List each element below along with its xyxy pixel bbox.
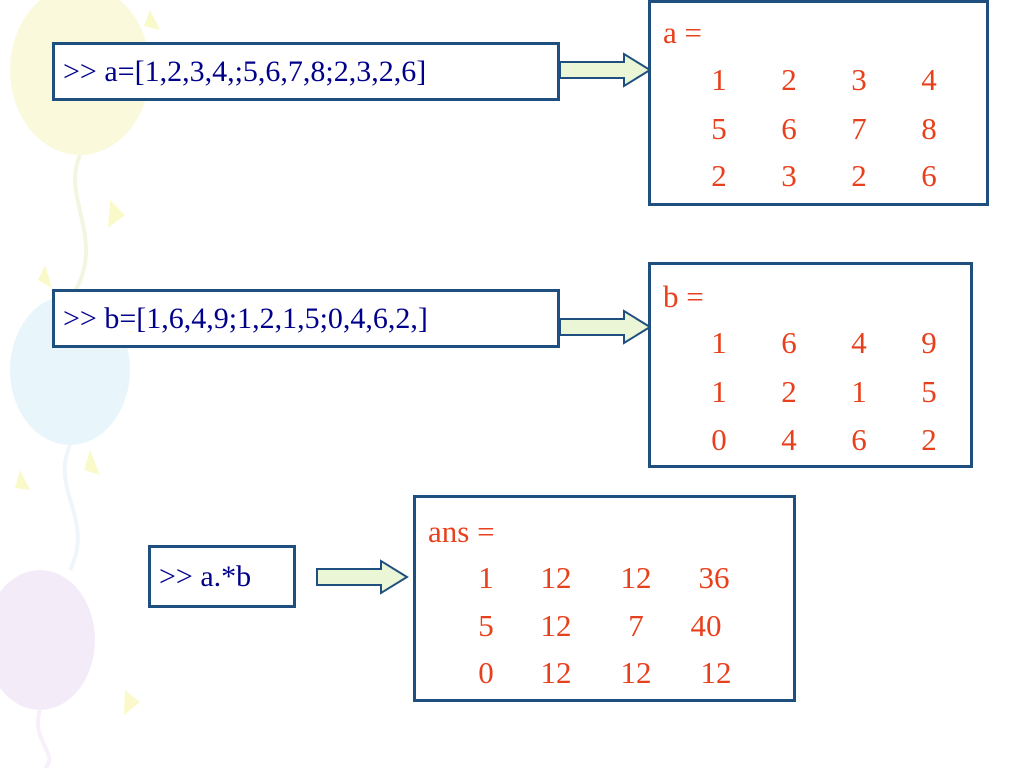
matrix-cell: 6	[851, 422, 867, 457]
confetti-icon	[84, 450, 100, 475]
matrix-cell: 1	[478, 560, 494, 595]
confetti-icon	[144, 10, 160, 30]
command-text-b: >> b=[1,6,4,9;1,2,1,5;0,4,6,2,]	[63, 301, 428, 335]
matrix-cell: 7	[851, 111, 867, 146]
matrix-cell: 2	[921, 422, 937, 457]
right-arrow-icon	[559, 309, 652, 345]
matrix-cell: 5	[921, 374, 937, 409]
right-arrow-icon	[559, 52, 652, 88]
matrix-cell: 12	[540, 608, 572, 643]
balloon-string	[36, 709, 52, 768]
matrix-cell: 6	[781, 325, 797, 360]
matrix-cell: 8	[921, 111, 937, 146]
command-text-a: >> a=[1,2,3,4,;5,6,7,8;2,3,2,6]	[63, 54, 427, 88]
matrix-cell: 2	[851, 158, 867, 193]
matrix-cell: 3	[781, 158, 797, 193]
matrix-cell: 2	[781, 374, 797, 409]
matrix-cell: 1	[711, 62, 727, 97]
matrix-cell: 5	[711, 111, 727, 146]
matrix-cell: 6	[781, 111, 797, 146]
output-box-b: b = 1 6 4 9 1 2 1 5 0 4 6 2	[648, 262, 973, 468]
command-box-a: >> a=[1,2,3,4,;5,6,7,8;2,3,2,6]	[52, 42, 560, 101]
output-title-b: b =	[663, 279, 704, 314]
command-box-b: >> b=[1,6,4,9;1,2,1,5;0,4,6,2,]	[52, 289, 560, 348]
matrix-cell: 12	[700, 655, 732, 690]
matrix-cell: 6	[921, 158, 937, 193]
matrix-cell: 4	[781, 422, 797, 457]
purple-balloon-icon	[0, 570, 95, 710]
balloon-string	[62, 444, 80, 571]
command-box-ans: >> a.*b	[148, 545, 296, 608]
confetti-icon	[108, 200, 125, 228]
matrix-cell: 1	[711, 374, 727, 409]
matrix-cell: 1	[711, 325, 727, 360]
output-title-ans: ans =	[428, 514, 495, 549]
command-text-ans: >> a.*b	[159, 559, 252, 593]
matrix-cell: 12	[620, 560, 652, 595]
matrix-cell: 4	[921, 62, 937, 97]
output-title-a: a =	[663, 15, 702, 50]
output-box-a: a = 1 2 3 4 5 6 7 8 2 3 2 6	[648, 0, 989, 206]
matrix-cell: 12	[540, 655, 572, 690]
matrix-cell: 12	[540, 560, 572, 595]
confetti-icon	[15, 470, 30, 490]
confetti-icon	[124, 690, 140, 715]
matrix-cell: 40	[690, 608, 722, 643]
matrix-cell: 2	[781, 62, 797, 97]
matrix-cell: 36	[698, 560, 730, 595]
matrix-cell: 4	[851, 325, 867, 360]
confetti-icon	[38, 265, 52, 288]
matrix-cell: 1	[851, 374, 867, 409]
matrix-cell: 0	[711, 422, 727, 457]
right-arrow-icon	[316, 559, 409, 595]
matrix-cell: 3	[851, 62, 867, 97]
output-box-ans: ans = 1 12 12 36 5 12 7 40 0 12 12 12	[413, 495, 796, 702]
matrix-cell: 9	[921, 325, 937, 360]
matrix-cell: 2	[711, 158, 727, 193]
matrix-cell: 7	[628, 608, 644, 643]
matrix-cell: 0	[478, 655, 494, 690]
matrix-cell: 5	[478, 608, 494, 643]
matrix-cell: 12	[620, 655, 652, 690]
